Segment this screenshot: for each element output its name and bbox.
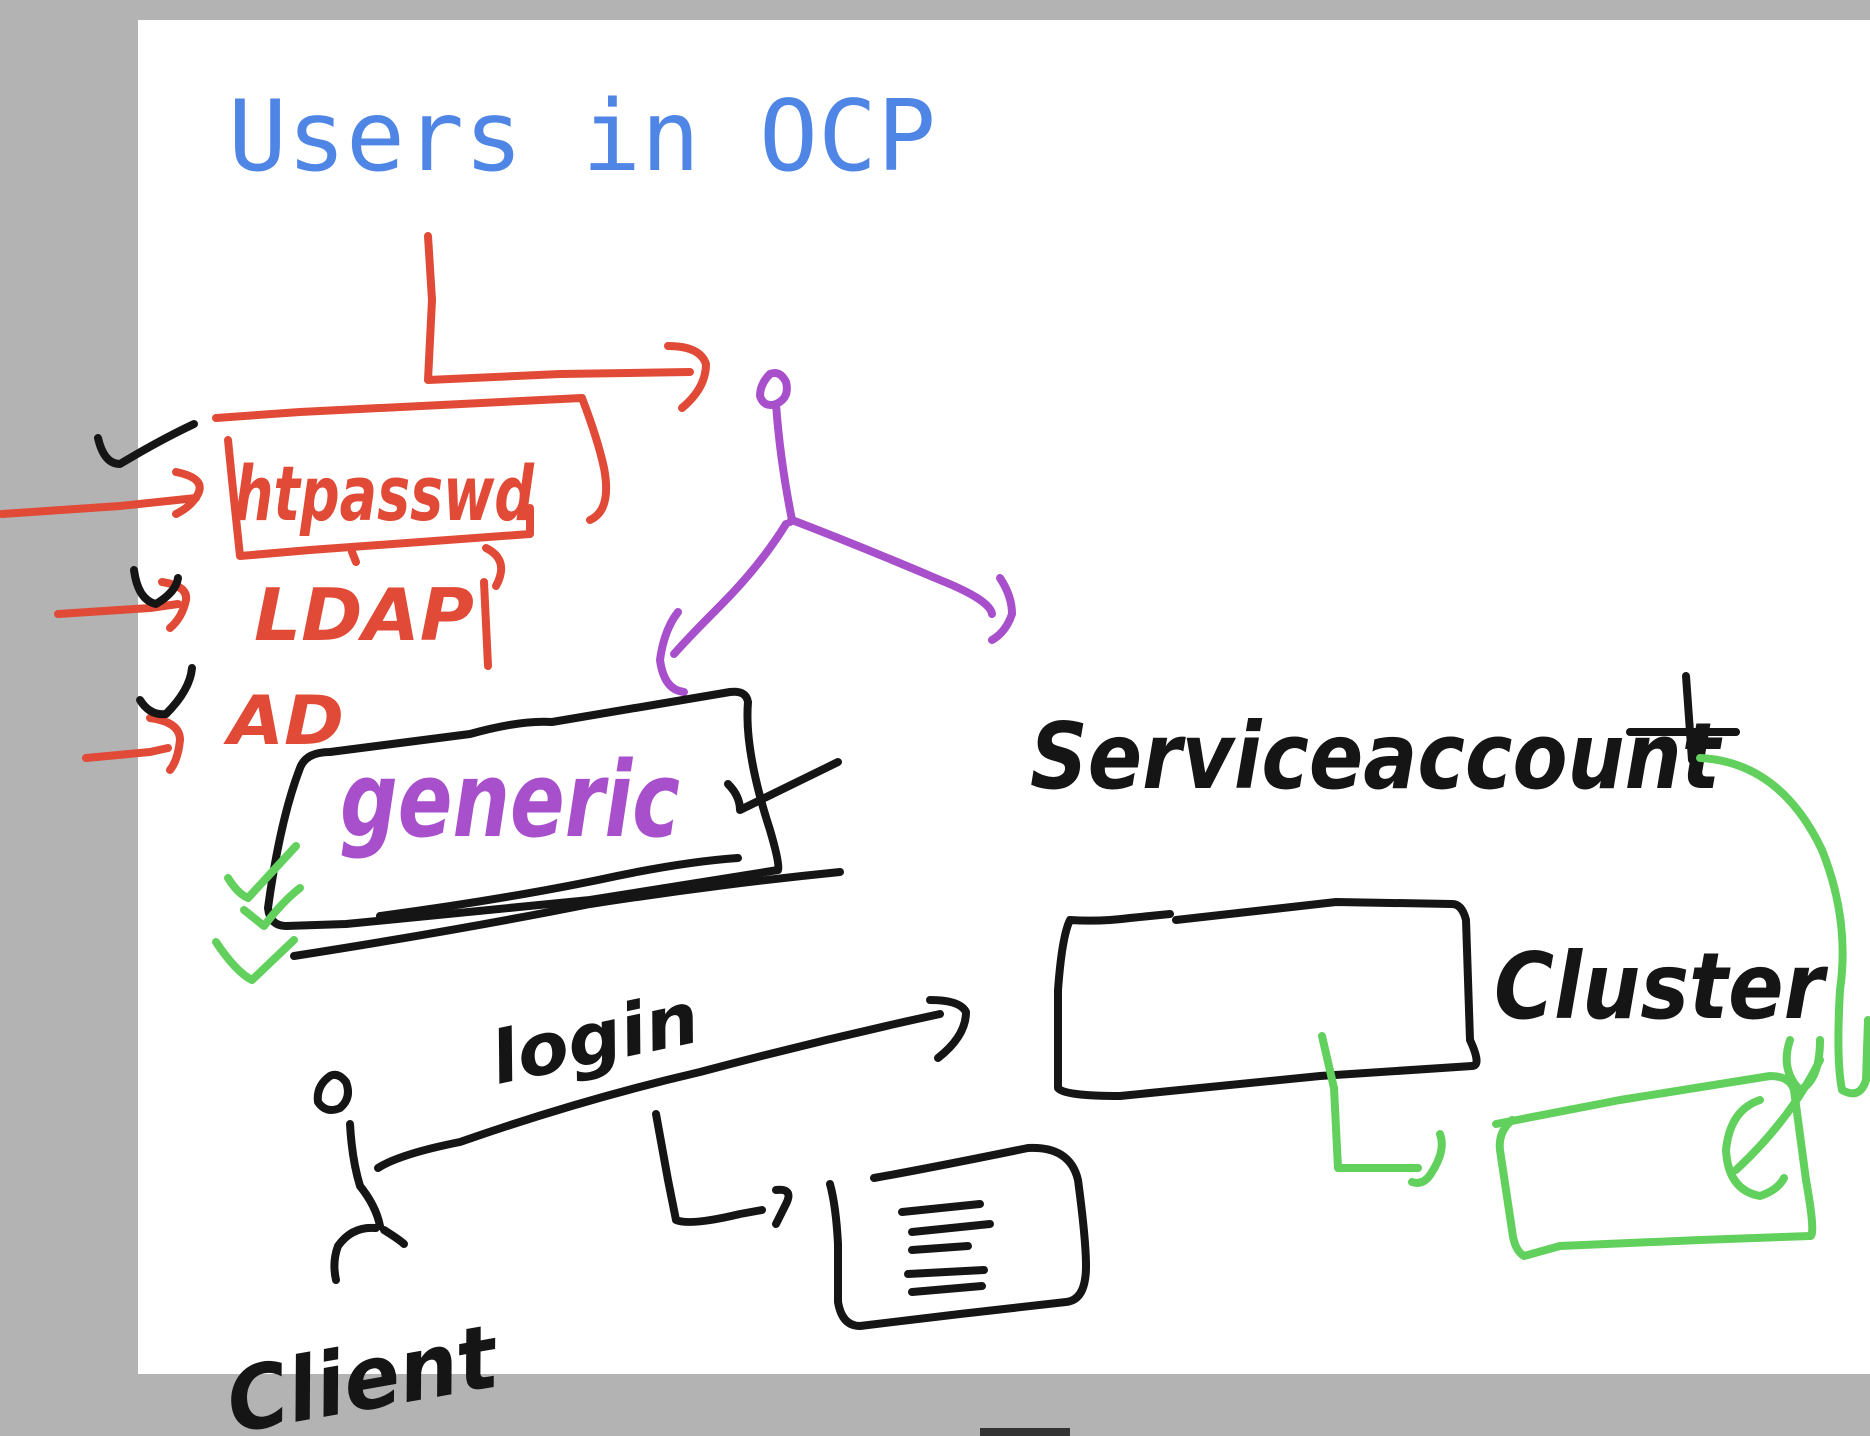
service-account-group: Serviceaccount — [1030, 672, 1740, 810]
identity-providers-group — [0, 232, 710, 774]
cluster-to-pod-arrow — [1318, 1032, 1446, 1187]
ldap-separator — [348, 544, 506, 670]
scroll-handle[interactable] — [980, 1428, 1070, 1436]
generic-label: generic — [340, 739, 680, 861]
checkmark-icon — [212, 936, 298, 984]
checkmark-icon — [224, 842, 300, 902]
generic-label-group: generic — [340, 739, 680, 861]
user-stick-figure-icon — [656, 369, 1016, 696]
generic-box-tick — [724, 758, 842, 814]
user-stick-figure-icon — [313, 1070, 408, 1284]
arrow-htpasswd — [0, 468, 204, 518]
client-login-group — [313, 996, 1090, 1330]
login-arrow — [374, 996, 970, 1172]
arrow-ad — [82, 714, 184, 774]
cluster-label: Cluster — [1494, 933, 1829, 1040]
provider-box-outer — [212, 394, 611, 524]
provider-checks — [94, 420, 198, 719]
checkmark-icon — [94, 420, 198, 468]
checkmark-icon — [130, 566, 182, 608]
bottom-frame — [0, 1374, 1870, 1436]
cluster-box — [1054, 898, 1481, 1100]
htpasswd-box — [224, 436, 534, 560]
whiteboard-surface — [138, 20, 1870, 1374]
service-account-pod-group — [1318, 754, 1870, 1260]
service-account-label: Serviceaccount — [1030, 703, 1723, 810]
ad-label: AD — [223, 682, 344, 761]
page-title: Users in OCP — [228, 80, 936, 194]
generic-box-underline — [290, 854, 844, 960]
document-icon — [826, 1143, 1090, 1330]
htpasswd-label: htpasswd — [234, 449, 535, 538]
service-account-link — [1696, 754, 1870, 1098]
checkmark-icon — [136, 664, 196, 719]
provider-link-arrow — [424, 232, 710, 412]
ldap-label: LDAP — [254, 573, 474, 657]
generic-box — [264, 687, 844, 960]
generic-checks — [212, 842, 304, 984]
service-account-t-stroke — [1626, 672, 1740, 764]
pod-service-account-mark — [1722, 1036, 1824, 1200]
provider-labels: htpasswd LDAP AD — [223, 449, 535, 761]
checkmark-icon — [240, 884, 304, 930]
generic-box-outline — [264, 687, 783, 930]
user-figure-purple — [656, 369, 1016, 696]
login-down-arrow — [652, 1110, 793, 1228]
cluster-group: Cluster — [1054, 898, 1829, 1100]
